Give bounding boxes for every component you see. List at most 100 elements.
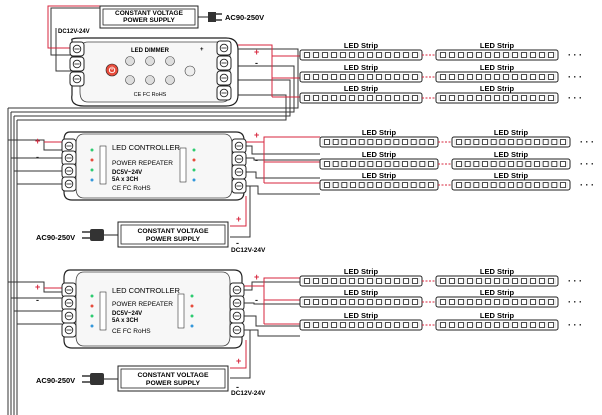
- led-chip: [358, 52, 364, 58]
- led-chip: [467, 322, 473, 328]
- led-chip: [349, 52, 355, 58]
- led-chip: [458, 74, 464, 80]
- led-strip: LED Strip: [451, 150, 571, 170]
- led-chip: [508, 161, 514, 167]
- led-chip: [530, 299, 536, 305]
- controller1-title: LED CONTROLLER: [112, 143, 181, 152]
- led-chip: [304, 74, 310, 80]
- led-chip: [402, 161, 408, 167]
- led-chip: [494, 52, 500, 58]
- led-chip: [449, 95, 455, 101]
- svg-text:+: +: [254, 272, 259, 282]
- led-chip: [516, 182, 523, 188]
- led-chip: [367, 278, 373, 284]
- led-strip: LED Strip: [451, 171, 571, 191]
- led-chip: [419, 139, 426, 145]
- led-strip-label: LED Strip: [362, 128, 397, 137]
- controller2-current: 5A x 3CH: [112, 318, 138, 324]
- led-chip: [403, 52, 409, 58]
- led-controller-1: LED CONTROLLER POWER REPEATER DC5V~24V 5…: [61, 131, 247, 201]
- led-chip: [548, 322, 554, 328]
- led-strip-label: LED Strip: [344, 63, 379, 72]
- led-controller-2: LED CONTROLLER POWER REPEATER DC5V~24V 5…: [61, 269, 245, 349]
- led-chip: [449, 278, 455, 284]
- led-chip: [485, 299, 491, 305]
- led-chip: [367, 74, 373, 80]
- plug-icon: [82, 373, 104, 385]
- led-chip: [385, 322, 391, 328]
- led-chip: [358, 182, 365, 188]
- led-chip: [402, 139, 408, 145]
- led-strip-label: LED Strip: [494, 171, 529, 180]
- led-chip: [358, 322, 364, 328]
- led-chip: [331, 278, 337, 284]
- led-chip: [332, 182, 339, 188]
- led-chip: [332, 161, 339, 167]
- led-chip: [485, 278, 491, 284]
- led-chip: [476, 74, 482, 80]
- dimmer-button-2[interactable]: [125, 75, 135, 85]
- psu2-dc-label: DC12V-24V: [231, 390, 266, 397]
- controller2-voltage: DC5V~24V: [112, 311, 142, 317]
- led-chip: [324, 139, 330, 145]
- dimmer-down-button[interactable]: [145, 75, 155, 85]
- led-chip: [376, 161, 382, 167]
- led-chip: [376, 299, 382, 305]
- led-strip: LED Strip: [299, 311, 423, 331]
- top-psu-ac-label: AC90-250V: [225, 13, 264, 22]
- led-chip: [508, 182, 514, 188]
- dimmer-up-button[interactable]: [145, 56, 155, 66]
- led-chip: [313, 322, 319, 328]
- led-chip: [367, 52, 373, 58]
- led-chip: [384, 182, 391, 188]
- svg-text:+: +: [236, 356, 241, 366]
- led-strip-label: LED Strip: [480, 41, 515, 50]
- led-chip: [358, 161, 365, 167]
- dimmer-button-3[interactable]: [165, 56, 175, 66]
- led-strip-label: LED Strip: [344, 41, 379, 50]
- dimmer-cert: CE FC RoHS: [134, 92, 167, 98]
- led-chip: [534, 161, 540, 167]
- led-chip: [503, 322, 509, 328]
- led-chip: [340, 322, 346, 328]
- led-chip: [313, 74, 319, 80]
- led-chip: [324, 161, 330, 167]
- led-chip: [548, 278, 554, 284]
- led-chip: [403, 299, 409, 305]
- led-chip: [548, 299, 554, 305]
- power-button[interactable]: [105, 63, 119, 77]
- led-chip: [358, 299, 364, 305]
- led-strip: LED Strip: [435, 84, 559, 104]
- led-chip: [464, 161, 471, 167]
- plug-icon: [82, 229, 104, 241]
- led-chip: [367, 299, 373, 305]
- continuation-dots: · · ·: [580, 137, 594, 147]
- led-chip: [412, 322, 418, 328]
- led-chip: [367, 139, 374, 145]
- led-chip: [551, 161, 558, 167]
- led-chip: [403, 74, 409, 80]
- led-chip: [449, 74, 455, 80]
- led-chip: [376, 182, 382, 188]
- led-chip: [440, 52, 446, 58]
- led-chip: [521, 74, 527, 80]
- svg-text:-: -: [36, 152, 39, 162]
- led-chip: [428, 139, 434, 145]
- dimmer-button-4[interactable]: [165, 75, 175, 85]
- led-chip: [419, 161, 426, 167]
- led-chip: [512, 74, 518, 80]
- led-chip: [394, 95, 400, 101]
- led-strip: LED Strip: [435, 41, 559, 61]
- led-chip: [331, 299, 337, 305]
- dimmer-button-1[interactable]: [125, 56, 135, 66]
- led-chip: [530, 52, 536, 58]
- svg-text:-: -: [255, 155, 258, 165]
- led-chip: [367, 95, 373, 101]
- led-chip: [542, 139, 549, 145]
- led-chip: [394, 74, 400, 80]
- controller1-current: 5A x 3CH: [112, 177, 138, 183]
- led-chip: [530, 278, 536, 284]
- led-chip: [530, 74, 536, 80]
